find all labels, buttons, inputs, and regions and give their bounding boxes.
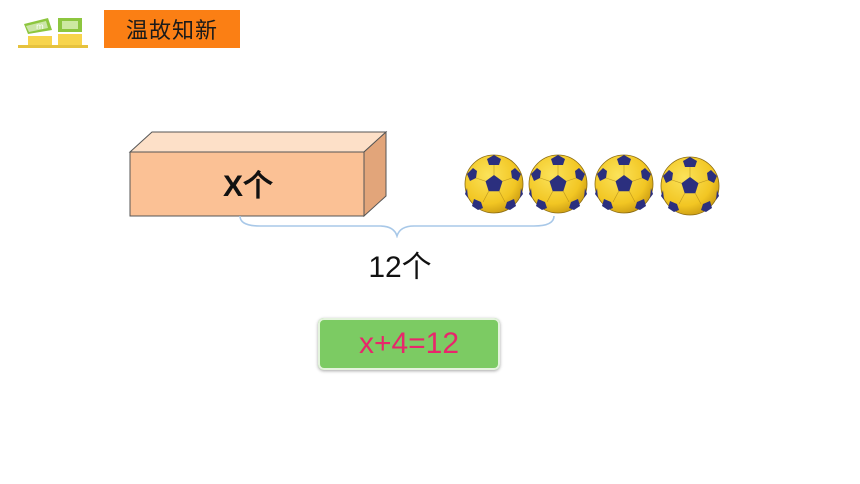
classroom-logo-icon: m	[18, 12, 88, 48]
svg-text:m: m	[36, 22, 44, 31]
section-title: 温故知新	[104, 10, 240, 48]
total-brace	[239, 215, 555, 238]
equation-box: x+4=12	[318, 318, 500, 370]
soccer-ball-1-icon	[464, 154, 524, 214]
soccer-balls	[464, 154, 720, 216]
soccer-ball-3-icon	[594, 154, 654, 214]
unknown-label: X个	[222, 170, 273, 203]
soccer-ball-2-icon	[528, 154, 588, 214]
soccer-ball-4-icon	[660, 156, 720, 216]
total-label: 12个	[368, 251, 432, 284]
unknown-quantity-block	[128, 130, 388, 218]
